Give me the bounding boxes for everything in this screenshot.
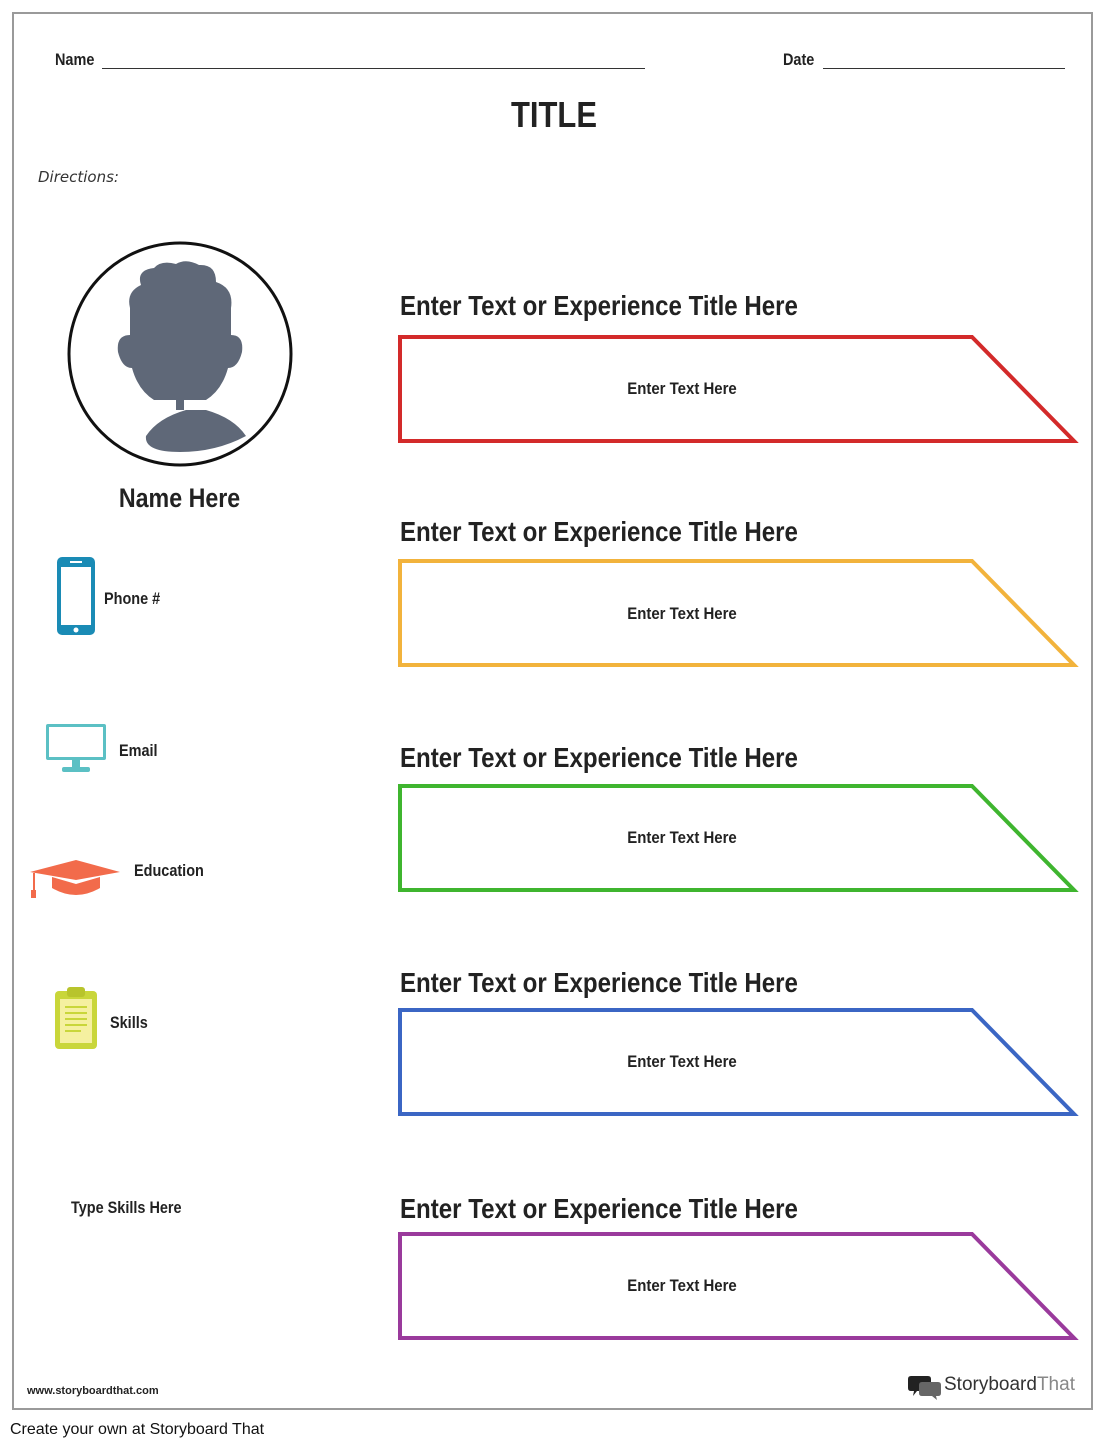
experience-text-3[interactable]: Enter Text Here	[627, 828, 737, 847]
skills-text[interactable]: Type Skills Here	[71, 1198, 182, 1217]
footer-url: www.storyboardthat.com	[27, 1385, 159, 1397]
experience-title-5[interactable]: Enter Text or Experience Title Here	[400, 1193, 798, 1224]
date-line[interactable]	[823, 68, 1065, 69]
experience-title-3[interactable]: Enter Text or Experience Title Here	[400, 742, 798, 773]
experience-title-1[interactable]: Enter Text or Experience Title Here	[400, 290, 798, 321]
email-label[interactable]: Email	[119, 741, 158, 760]
create-your-own-link[interactable]: Create your own at Storyboard That	[10, 1421, 265, 1438]
experience-title-2[interactable]: Enter Text or Experience Title Here	[400, 516, 798, 547]
phone-icon	[57, 557, 95, 635]
experience-box-4[interactable]	[396, 1006, 1080, 1118]
worksheet-frame	[12, 12, 1093, 1410]
storyboardthat-brand: StoryboardThat	[944, 1374, 1075, 1396]
graduation-cap-icon	[30, 860, 120, 898]
phone-label[interactable]: Phone #	[104, 589, 161, 608]
experience-box-5[interactable]	[396, 1230, 1080, 1342]
name-label: Name	[55, 50, 95, 69]
experience-text-1[interactable]: Enter Text Here	[627, 379, 737, 398]
experience-text-5[interactable]: Enter Text Here	[627, 1276, 737, 1295]
directions-label[interactable]: Directions:	[38, 168, 119, 186]
brand-main: Storyboard	[944, 1374, 1037, 1395]
clipboard-icon	[55, 987, 97, 1049]
avatar	[67, 241, 293, 467]
page-title[interactable]: TITLE	[510, 94, 597, 135]
education-label[interactable]: Education	[134, 861, 204, 880]
experience-box-2[interactable]	[396, 557, 1080, 669]
name-line[interactable]	[102, 68, 645, 69]
experience-box-1[interactable]	[396, 333, 1080, 445]
storyboardthat-logo-icon	[908, 1376, 941, 1400]
monitor-icon	[46, 724, 106, 772]
skills-label[interactable]: Skills	[110, 1013, 148, 1032]
profile-name[interactable]: Name Here	[119, 483, 241, 513]
experience-title-4[interactable]: Enter Text or Experience Title Here	[400, 967, 798, 998]
experience-box-3[interactable]	[396, 782, 1080, 894]
experience-text-2[interactable]: Enter Text Here	[627, 604, 737, 623]
date-label: Date	[783, 50, 815, 69]
person-silhouette-icon	[117, 261, 246, 452]
experience-text-4[interactable]: Enter Text Here	[627, 1052, 737, 1071]
brand-suffix: That	[1036, 1374, 1075, 1395]
